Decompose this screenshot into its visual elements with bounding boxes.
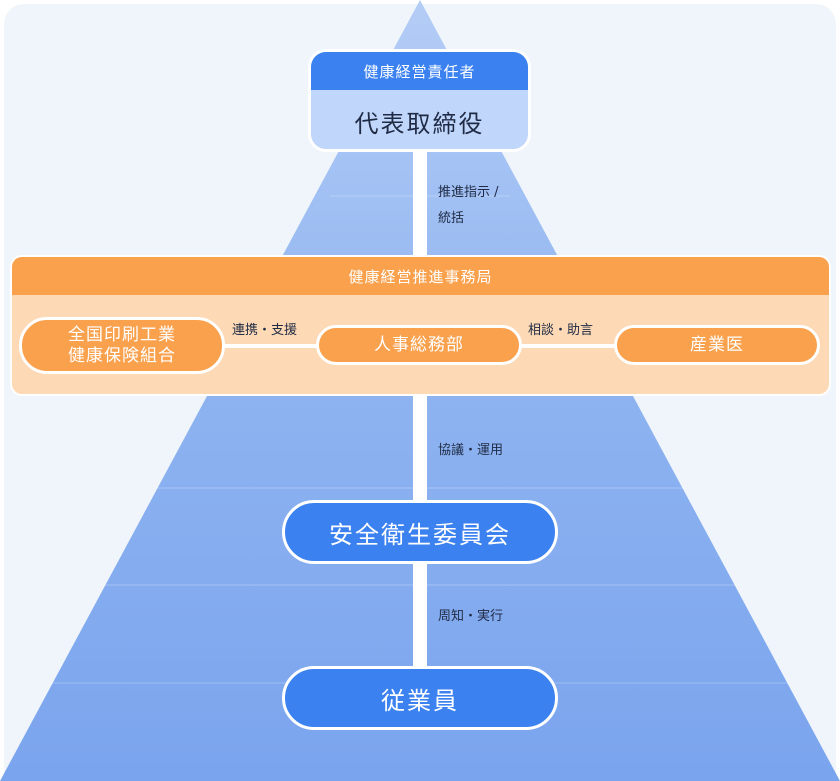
edge-label-promote-line2: 統括	[438, 211, 465, 226]
responsible-person-box: 健康経営責任者 代表取締役	[308, 49, 531, 152]
edge-label-promote-line1: 推進指示 /	[438, 185, 499, 200]
edge-label-promote: 推進指示 / 統括	[438, 180, 499, 232]
hr-department: 人事総務部	[316, 325, 522, 365]
responsible-person-header: 健康経営責任者	[311, 52, 528, 90]
connector-top	[413, 150, 427, 258]
connector-hr-doctor	[518, 344, 618, 348]
health-insurance-union-line2: 健康保険組合	[68, 345, 176, 366]
health-insurance-union: 全国印刷工業 健康保険組合	[19, 317, 225, 374]
connector-bottom	[413, 562, 427, 670]
connector-middle	[413, 396, 427, 502]
edge-label-inform: 周知・実行	[438, 609, 504, 624]
industrial-physician: 産業医	[614, 325, 820, 365]
edge-label-cooperate: 連携・支援	[232, 323, 298, 338]
health-insurance-union-line1: 全国印刷工業	[68, 324, 176, 345]
promotion-office-header: 健康経営推進事務局	[12, 257, 829, 295]
connector-union-hr	[222, 344, 320, 348]
safety-health-committee: 安全衛生委員会	[282, 500, 558, 564]
edge-label-deliberate: 協議・運用	[438, 443, 504, 458]
employees: 従業員	[282, 666, 558, 730]
responsible-person-title: 代表取締役	[354, 109, 485, 138]
edge-label-consult: 相談・助言	[528, 323, 594, 338]
